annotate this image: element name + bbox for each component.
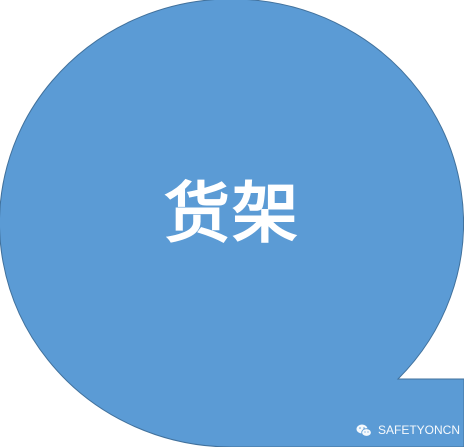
- wechat-icon: [356, 424, 372, 437]
- watermark: SAFETYONCN: [356, 423, 460, 437]
- diagram-title: 货架: [164, 174, 300, 252]
- watermark-text: SAFETYONCN: [377, 423, 460, 437]
